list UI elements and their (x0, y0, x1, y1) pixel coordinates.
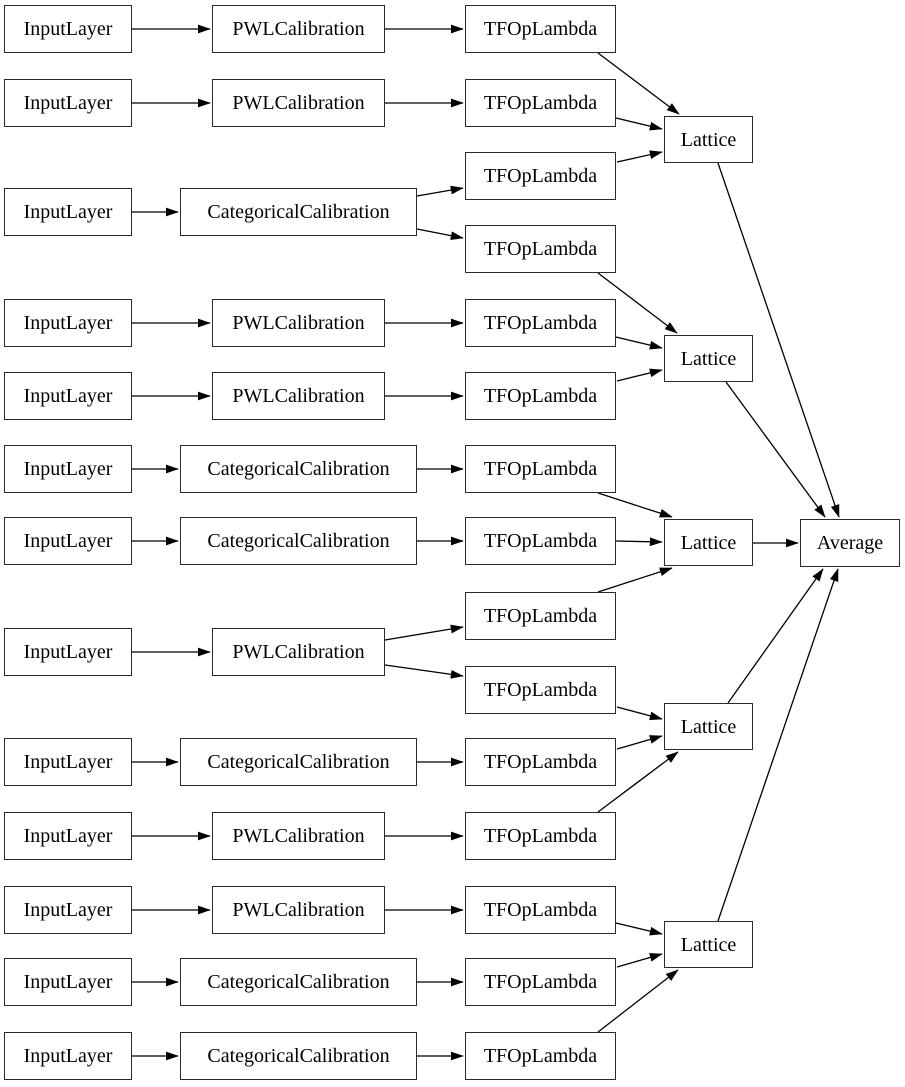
input-layer-node-9: InputLayer (4, 738, 132, 786)
tfop-lambda-node-1: TFOpLambda (465, 5, 616, 53)
categorical-calibration-node-4: CategoricalCalibration (180, 738, 417, 786)
tfop-lambda-node-14: TFOpLambda (465, 958, 616, 1006)
categorical-calibration-node-2: CategoricalCalibration (180, 445, 417, 493)
input-layer-node-2: InputLayer (4, 79, 132, 127)
input-layer-node-4: InputLayer (4, 299, 132, 347)
edge-tf1-lat1 (597, 52, 680, 115)
edge-tf10-lat4 (616, 706, 663, 721)
pwl-calibration-node-3: PWLCalibration (212, 299, 385, 347)
categorical-calibration-node-5: CategoricalCalibration (180, 958, 417, 1006)
tfop-lambda-node-5: TFOpLambda (465, 299, 616, 347)
categorical-calibration-node-6: CategoricalCalibration (180, 1032, 417, 1080)
categorical-calibration-node-1: CategoricalCalibration (180, 188, 417, 236)
tfop-lambda-node-4: TFOpLambda (465, 225, 616, 273)
input-layer-node-3: InputLayer (4, 188, 132, 236)
lattice-node-3: Lattice (664, 519, 753, 566)
lattice-node-5: Lattice (664, 921, 753, 968)
edge-cat1-tf4 (416, 228, 464, 240)
tfop-lambda-node-2: TFOpLambda (465, 79, 616, 127)
edge-tf3-lat1 (616, 150, 663, 163)
edge-tf12-lat4 (597, 751, 679, 813)
tfop-lambda-node-11: TFOpLambda (465, 738, 616, 786)
input-layer-node-5: InputLayer (4, 372, 132, 420)
edge-tf13-lat5 (615, 922, 663, 936)
input-layer-node-8: InputLayer (4, 628, 132, 676)
edge-tf7-lat3 (597, 492, 673, 518)
edges-group (132, 24, 840, 1061)
edge-tf8-lat3 (615, 537, 663, 547)
edge-cat1-tf3 (416, 185, 464, 197)
edge-tf9-lat3 (597, 567, 673, 593)
tfop-lambda-node-6: TFOpLambda (465, 372, 616, 420)
tfop-lambda-node-8: TFOpLambda (465, 517, 616, 565)
categorical-calibration-node-3: CategoricalCalibration (180, 517, 417, 565)
pwl-calibration-node-5: PWLCalibration (212, 628, 385, 676)
input-layer-node-11: InputLayer (4, 886, 132, 934)
pwl-calibration-node-1: PWLCalibration (212, 5, 385, 53)
edge-tf11-lat4 (616, 735, 663, 750)
pwl-calibration-node-7: PWLCalibration (212, 886, 385, 934)
tfop-lambda-node-10: TFOpLambda (465, 666, 616, 714)
tfop-lambda-node-3: TFOpLambda (465, 152, 616, 200)
input-layer-node-1: InputLayer (4, 5, 132, 53)
tfop-lambda-node-7: TFOpLambda (465, 445, 616, 493)
average-node: Average (800, 519, 900, 567)
lattice-node-4: Lattice (664, 703, 753, 750)
input-layer-node-13: InputLayer (4, 1032, 132, 1080)
edge-lat5-avg (717, 568, 839, 922)
input-layer-node-12: InputLayer (4, 958, 132, 1006)
pwl-calibration-node-2: PWLCalibration (212, 79, 385, 127)
input-layer-node-10: InputLayer (4, 812, 132, 860)
edge-pwl5-tf9 (384, 624, 464, 641)
edge-tf6-lat2 (616, 368, 663, 382)
tfop-lambda-node-9: TFOpLambda (465, 592, 616, 640)
edge-tf4-lat2 (597, 272, 678, 334)
edge-tf5-lat2 (615, 336, 663, 350)
lattice-node-1: Lattice (664, 116, 753, 163)
edge-lat4-avg (727, 568, 824, 704)
input-layer-node-6: InputLayer (4, 445, 132, 493)
lattice-node-2: Lattice (664, 335, 753, 382)
edge-lat1-avg (717, 162, 840, 518)
tfop-lambda-node-13: TFOpLambda (465, 886, 616, 934)
tfop-lambda-node-12: TFOpLambda (465, 812, 616, 860)
edge-tf2-lat1 (615, 117, 663, 131)
edge-lat2-avg (725, 381, 826, 518)
edge-pwl5-tf10 (384, 664, 464, 679)
pwl-calibration-node-4: PWLCalibration (212, 372, 385, 420)
edge-tf14-lat5 (616, 953, 663, 968)
pwl-calibration-node-6: PWLCalibration (212, 812, 385, 860)
tfop-lambda-node-15: TFOpLambda (465, 1032, 616, 1080)
edge-tf15-lat5 (597, 969, 679, 1033)
input-layer-node-7: InputLayer (4, 517, 132, 565)
